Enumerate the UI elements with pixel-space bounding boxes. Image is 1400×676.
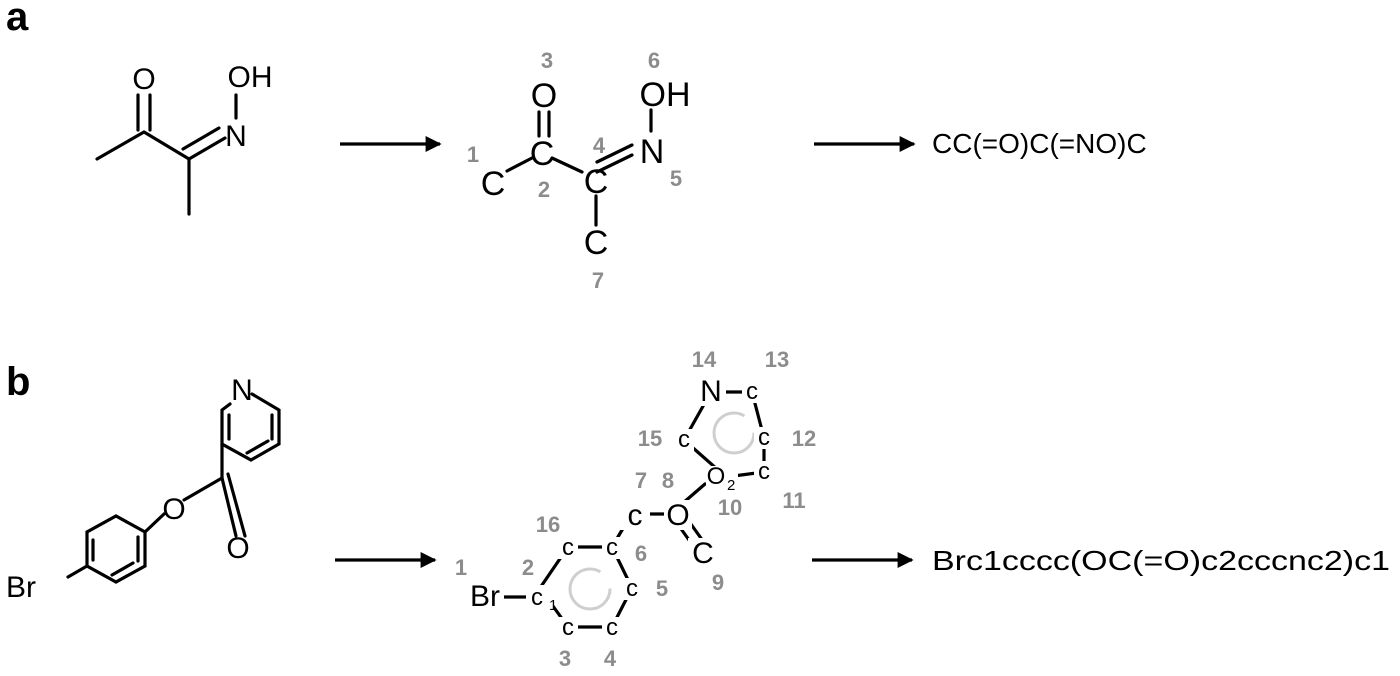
panel-a-molecular-graph: C C O C N OH C 1 2 3 4 5 6 7 — [467, 48, 691, 293]
atom-number-b3: 3 — [559, 646, 571, 671]
atom-o9-graph: C — [692, 537, 714, 570]
atom-br-1: Br — [470, 580, 500, 613]
atom-number-b4: 4 — [604, 646, 617, 671]
atom-c1: C — [481, 165, 506, 203]
atom-number-7: 7 — [592, 268, 604, 293]
atom-number-b1: 1 — [455, 555, 467, 580]
atom-number-b12: 12 — [792, 426, 816, 451]
atom-number-1: 1 — [467, 142, 479, 167]
atom-c11-graph: c — [758, 458, 770, 485]
atom-number-b5: 5 — [656, 576, 668, 601]
smiles-string-a: CC(=O)C(=NO)C — [932, 128, 1147, 159]
atom-c16-graph: c — [562, 534, 574, 561]
aromatic-ring-circle-1 — [568, 567, 612, 611]
smiles-string-b: Brc1cccc(OC(=O)c2cccnc2)c1 — [932, 545, 1390, 576]
atom-c5-graph: c — [626, 575, 638, 602]
ring-index-1: 1 — [549, 597, 557, 614]
atom-c13-graph: c — [746, 378, 758, 405]
atom-number-5: 5 — [670, 166, 682, 191]
atom-oh6: OH — [640, 76, 691, 114]
atom-o-carbonyl-b: O — [226, 532, 249, 565]
atom-number-2: 2 — [538, 177, 550, 202]
atom-c2-graph: c — [531, 584, 543, 611]
atom-number-4: 4 — [593, 133, 606, 158]
atom-oh: OH — [228, 61, 273, 94]
panel-b-molecular-graph: Br c 1 c c c c c c O C O 2 c c c N c 1 2 — [455, 347, 816, 671]
atom-number-b11: 11 — [782, 488, 805, 513]
atom-number-b10: 10 — [718, 495, 742, 520]
atom-o-ester: O — [162, 493, 185, 526]
panel-a-label: a — [6, 0, 29, 39]
atom-c6-graph: c — [606, 534, 618, 561]
atom-o-carbonyl: O — [132, 63, 155, 96]
atom-c2: C — [530, 135, 555, 173]
atom-o3: O — [531, 77, 557, 115]
panel-b-label: b — [6, 360, 30, 404]
atom-n14-graph: N — [700, 375, 722, 408]
atom-number-b13: 13 — [765, 347, 789, 372]
atom-c12-graph: c — [758, 424, 770, 451]
atom-number-3: 3 — [541, 48, 553, 73]
atom-c4-graph: c — [606, 614, 618, 641]
atom-c7: C — [584, 224, 609, 262]
atom-number-6: 6 — [648, 48, 660, 73]
atom-number-b6: 6 — [635, 541, 647, 566]
atom-c4: C — [584, 163, 609, 201]
atom-number-b9: 9 — [712, 570, 724, 595]
atom-number-b8: 8 — [662, 468, 674, 493]
atom-c15-graph: c — [678, 426, 690, 453]
atom-number-b2: 2 — [522, 555, 534, 580]
panel-b-skeletal-structure: N O O Br — [6, 374, 281, 604]
ring-index-2: 2 — [727, 477, 735, 494]
aromatic-ring-circle-2 — [712, 411, 756, 455]
atom-n5: N — [640, 133, 665, 171]
atom-number-b14: 14 — [692, 347, 717, 372]
panel-a-skeletal-structure: O N OH — [95, 61, 273, 216]
atom-br: Br — [6, 571, 36, 604]
atom-number-b15: 15 — [638, 426, 662, 451]
atom-n-pyridine: N — [231, 374, 253, 407]
atom-c8-graph: O — [666, 499, 689, 532]
atom-number-b16: 16 — [536, 512, 560, 537]
atom-c3-graph: c — [562, 614, 574, 641]
atom-number-b7: 7 — [635, 468, 647, 493]
atom-n: N — [225, 120, 247, 153]
atom-c10-graph: O — [707, 463, 726, 490]
atom-o7-graph: c — [628, 499, 643, 532]
